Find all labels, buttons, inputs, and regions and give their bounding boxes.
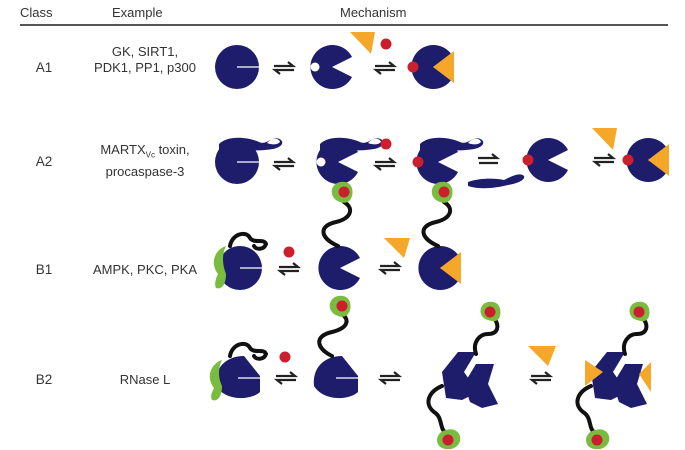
b2-autoinhibited-monomer bbox=[209, 341, 269, 401]
b2-activator-ligand bbox=[279, 351, 291, 363]
a1-equilibrium-arrow-2 bbox=[373, 60, 397, 76]
example-b2: RNase L bbox=[70, 372, 220, 388]
a2-substrate-wedge bbox=[592, 128, 617, 150]
a2-activator-ligand bbox=[380, 138, 392, 150]
a2-cleavage-arrow bbox=[476, 152, 500, 165]
example-a1-line1: GK, SIRT1, bbox=[111, 44, 179, 59]
b1-enzyme-released bbox=[318, 181, 360, 290]
a1-bound-substrate bbox=[433, 51, 454, 83]
example-b1: AMPK, PKC, PKA bbox=[70, 262, 220, 278]
a2-equilibrium-arrow-1 bbox=[272, 156, 296, 172]
class-label-a2: A2 bbox=[35, 154, 53, 169]
class-label-b1: B1 bbox=[35, 262, 53, 277]
a2-released-prodomain bbox=[468, 174, 525, 189]
b1-autoinhibited-enzyme bbox=[213, 231, 269, 291]
a1-enzyme-bound bbox=[407, 45, 454, 89]
example-a2: MARTXVc toxin, procaspase-3 bbox=[70, 142, 220, 180]
class-label-a1: A1 bbox=[35, 60, 53, 75]
a1-activator-ligand bbox=[380, 38, 392, 50]
header-mechanism: Mechanism bbox=[340, 5, 407, 20]
a2-enzyme-active bbox=[522, 138, 568, 182]
a2-enzyme-with-prodomain bbox=[214, 137, 283, 185]
row-a1-mechanism bbox=[214, 32, 454, 90]
example-a2-line1: MARTXVc toxin, bbox=[70, 142, 220, 164]
b2-equilibrium-arrow-1 bbox=[274, 370, 298, 386]
example-a1-line2: PDK1, PP1, p300 bbox=[94, 60, 196, 75]
example-b2-line1: RNase L bbox=[119, 372, 171, 387]
b2-dimer-substrate-bound bbox=[575, 301, 651, 450]
class-label-b2: B2 bbox=[35, 372, 53, 387]
b2-substrate-wedge bbox=[528, 346, 556, 366]
row-b2-mechanism bbox=[209, 295, 651, 450]
a1-enzyme-closed bbox=[214, 44, 260, 90]
example-a1: GK, SIRT1, PDK1, PP1, p300 bbox=[70, 44, 220, 76]
a1-active-site bbox=[310, 62, 320, 72]
a1-equilibrium-arrow-1 bbox=[272, 60, 296, 76]
header-class: Class bbox=[20, 5, 53, 20]
a2-equilibrium-arrow-3 bbox=[592, 152, 616, 168]
b1-substrate-wedge bbox=[384, 238, 410, 258]
row-a2-mechanism bbox=[214, 128, 669, 189]
header-rule bbox=[20, 24, 668, 26]
row-b1-mechanism bbox=[213, 181, 461, 291]
a1-substrate-wedge bbox=[350, 32, 375, 54]
example-b1-line1: AMPK, PKC, PKA bbox=[92, 262, 198, 277]
header-example: Example bbox=[112, 5, 163, 20]
a1-bound-ligand bbox=[407, 61, 419, 73]
example-a2-line2: procaspase-3 bbox=[105, 163, 185, 179]
a2-enzyme-ligand-bound bbox=[412, 137, 484, 184]
a1-enzyme-open bbox=[310, 45, 352, 89]
b1-enzyme-substrate-bound bbox=[418, 181, 461, 290]
b2-monomer-released bbox=[313, 295, 358, 399]
b1-equilibrium-arrow-2 bbox=[378, 260, 402, 276]
b1-activator-ligand bbox=[283, 246, 295, 258]
example-a2-subscript: Vc bbox=[145, 150, 155, 160]
example-a2-suffix: toxin, bbox=[154, 142, 190, 157]
a2-equilibrium-arrow-2 bbox=[373, 156, 397, 172]
b2-active-dimer bbox=[426, 301, 501, 450]
example-a2-name: MARTX bbox=[100, 142, 146, 157]
b2-equilibrium-arrow-2 bbox=[378, 370, 402, 386]
a2-enzyme-open-prodomain bbox=[316, 137, 384, 184]
a2-enzyme-substrate-bound bbox=[622, 138, 669, 182]
b2-equilibrium-arrow-3 bbox=[529, 370, 553, 386]
